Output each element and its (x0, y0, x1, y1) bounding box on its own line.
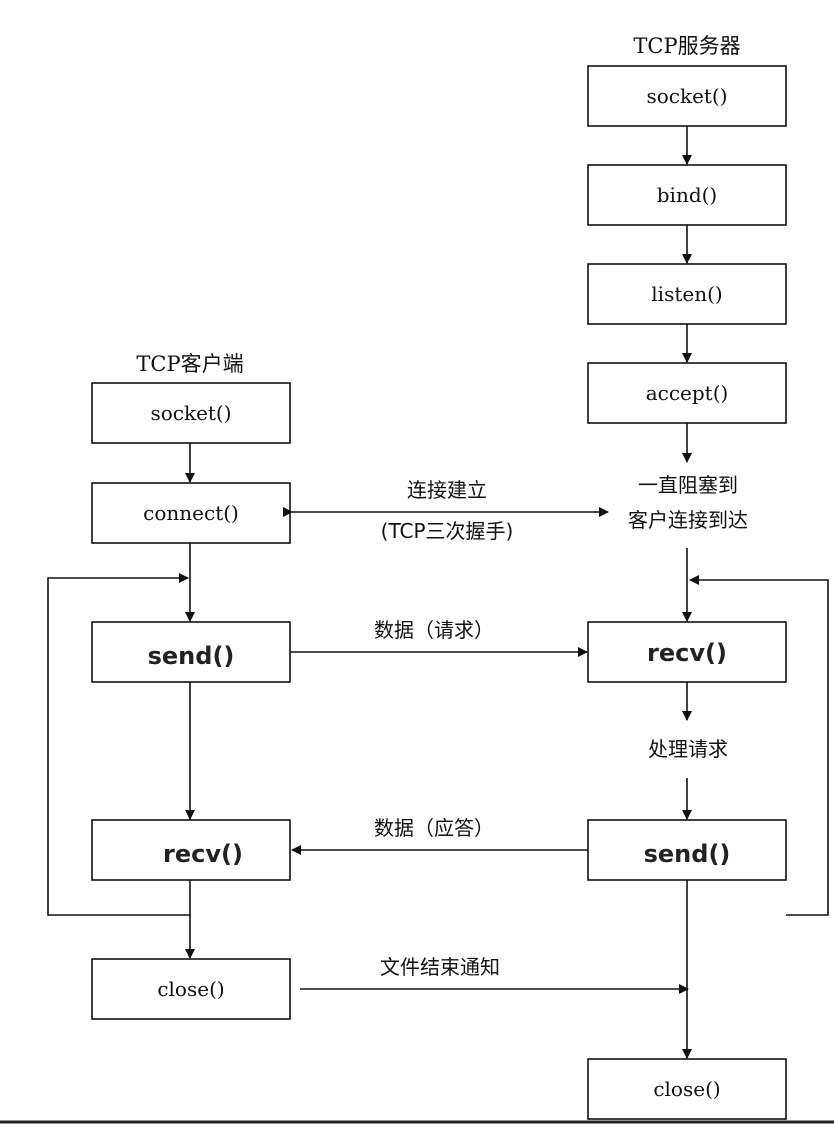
server-process-label: 处理请求 (648, 737, 728, 761)
server-bind-label: bind() (657, 183, 718, 207)
server-listen-box: listen() (587, 263, 787, 325)
server-accept-box: accept() (587, 362, 787, 424)
server-block-line1: 一直阻塞到 (638, 473, 738, 497)
connect-line2-label: (TCP三次握手) (381, 519, 514, 543)
server-block-line2: 客户连接到达 (628, 508, 748, 532)
server-loop-arrow (689, 575, 829, 916)
request-label: 数据（请求） (374, 618, 494, 642)
client-recv-box: recv() (91, 819, 291, 881)
server-listen-label: listen() (651, 282, 722, 306)
server-title: TCP服务器 (633, 34, 740, 58)
server-socket-label: socket() (646, 84, 727, 108)
client-recv-label: recv() (163, 840, 243, 868)
server-accept-label: accept() (646, 381, 729, 405)
client-socket-label: socket() (150, 401, 231, 425)
client-send-box: send() (91, 621, 291, 683)
connect-line1-label: 连接建立 (407, 478, 487, 502)
client-socket-box: socket() (91, 382, 291, 444)
server-bind-box: bind() (587, 164, 787, 226)
server-send-label: send() (644, 840, 731, 868)
client-connect-box: connect() (91, 482, 291, 544)
client-close-label: close() (157, 977, 224, 1001)
server-socket-box: socket() (587, 65, 787, 127)
server-recv-label: recv() (647, 639, 727, 667)
client-close-box: close() (91, 958, 291, 1020)
server-close-label: close() (653, 1077, 720, 1101)
server-send-box: send() (587, 819, 787, 881)
client-loop-arrow (47, 573, 190, 916)
eof-label: 文件结束通知 (380, 955, 500, 979)
server-close-box: close() (587, 1058, 787, 1120)
client-connect-label: connect() (143, 501, 239, 525)
client-send-label: send() (148, 642, 235, 670)
client-title: TCP客户端 (136, 352, 243, 376)
server-recv-box: recv() (587, 621, 787, 683)
response-label: 数据（应答） (374, 816, 494, 840)
